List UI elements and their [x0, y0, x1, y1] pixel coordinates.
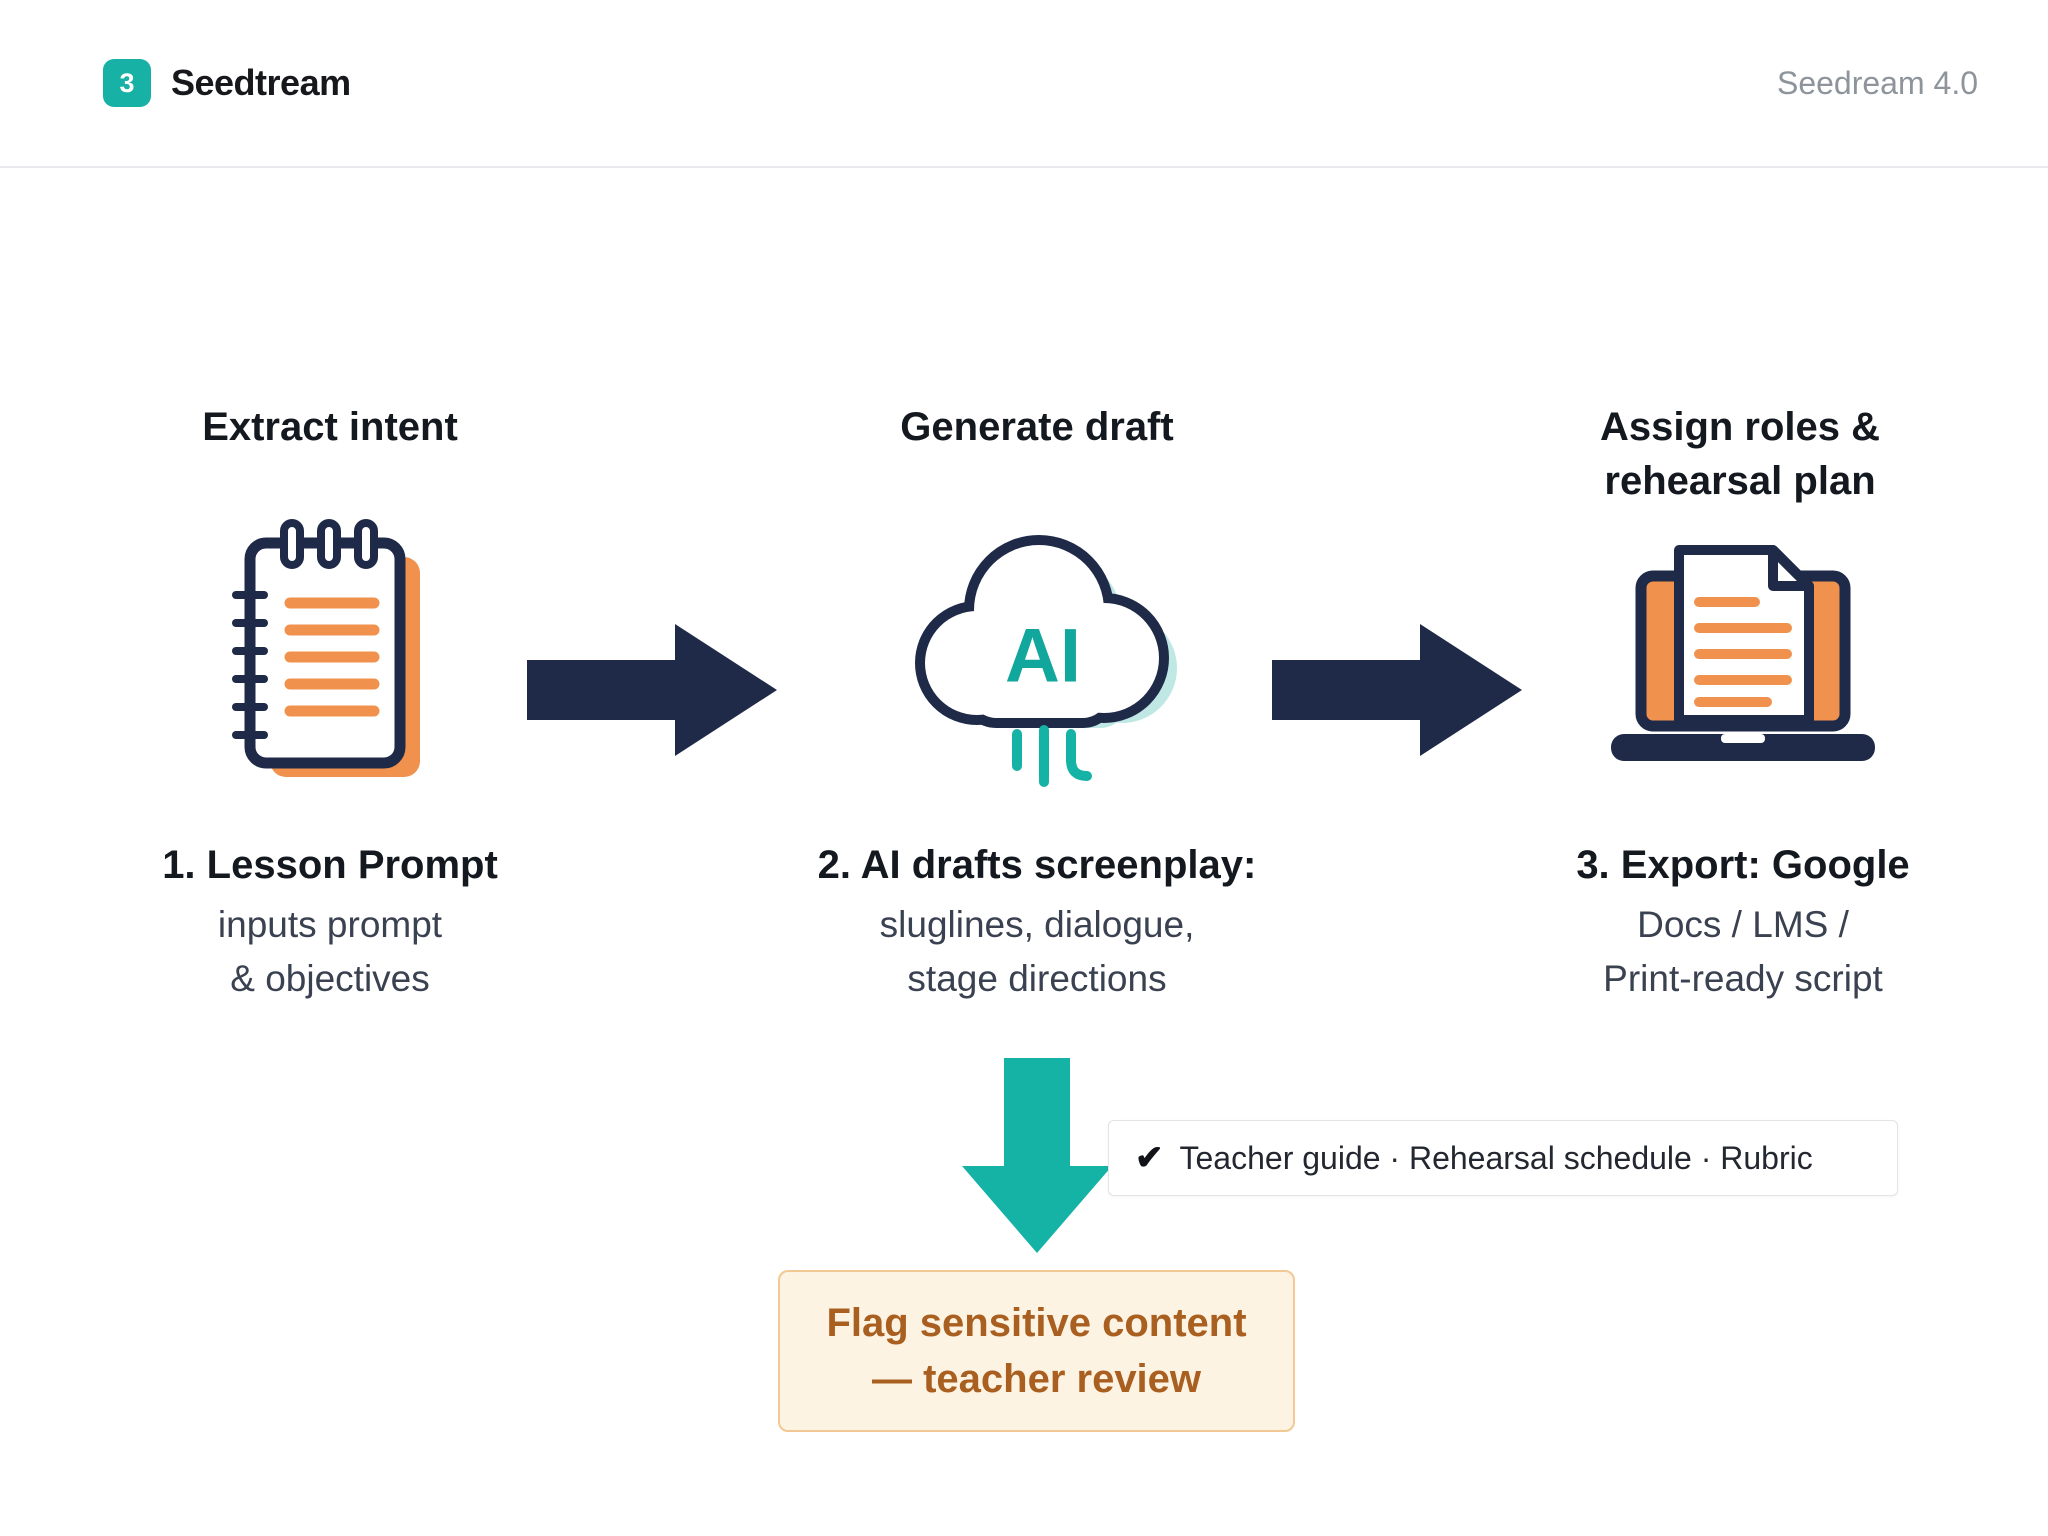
step2-caption-title: 2. AI drafts screenplay: — [817, 843, 1257, 887]
down-arrow-icon — [962, 1058, 1112, 1253]
step1-caption-line: inputs prompt — [217, 904, 443, 945]
notepad-spiral-ticks — [232, 591, 268, 739]
step3-caption-line: Docs / LMS / — [1637, 904, 1849, 945]
notepad-text-lines — [284, 597, 380, 717]
brand: 3 Seedtream — [103, 59, 351, 107]
document-text-lines — [1694, 597, 1792, 707]
step2-caption-line: stage directions — [907, 957, 1167, 999]
brand-name: Seedtream — [171, 62, 351, 103]
header: 3 Seedtream Seedream 4.0 — [0, 0, 2048, 168]
right-arrow-icon — [527, 624, 777, 756]
flag-review-line: Flag sensitive content — [826, 1301, 1247, 1345]
flag-review-callout: Flag sensitive content — teacher review — [778, 1270, 1295, 1432]
cloud-body — [925, 545, 1159, 718]
step1-caption-title: 1. Lesson Prompt — [162, 843, 498, 887]
checkmark-icon: ✔ — [1135, 1139, 1164, 1177]
step3-caption-line: Print-ready script — [1603, 957, 1883, 999]
step1-caption: 1. Lesson Prompt inputs prompt & objecti… — [100, 843, 560, 1005]
laptop-base-notch — [1721, 734, 1765, 743]
deliverables-pill: ✔ Teacher guide · Rehearsal schedule · R… — [1108, 1120, 1898, 1196]
step3-heading: Assign roles & rehearsal plan — [1599, 405, 1881, 503]
laptop-base — [1611, 734, 1875, 761]
deliverables-text: Teacher guide · Rehearsal schedule · Rub… — [1179, 1139, 1813, 1176]
step3-caption-title: 3. Export: Google — [1576, 843, 1910, 887]
step2-caption-line: sluglines, dialogue, — [879, 904, 1195, 945]
step1-caption-line: & objectives — [230, 957, 430, 999]
document-fold-corner — [1768, 545, 1814, 591]
notepad-icon — [232, 519, 420, 777]
version-label: Seedream 4.0 — [1776, 64, 1978, 101]
cloud-drip-lines — [1012, 725, 1092, 787]
right-arrow-icon — [1272, 624, 1522, 756]
ai-cloud-icon: AI — [915, 535, 1177, 787]
step1-heading: Extract intent — [202, 405, 458, 449]
step3-caption: 3. Export: Google Docs / LMS / Print-rea… — [1513, 843, 1973, 1005]
notepad-binding-rings — [280, 519, 378, 569]
step2-heading: Generate draft — [900, 405, 1174, 449]
step2-caption: 2. AI drafts screenplay: sluglines, dial… — [807, 843, 1267, 1005]
flag-review-line: — teacher review — [871, 1357, 1202, 1401]
laptop-document-icon — [1611, 545, 1875, 761]
cloud-ai-label: AI — [1005, 614, 1081, 699]
brand-logo-icon: 3 — [103, 59, 151, 107]
